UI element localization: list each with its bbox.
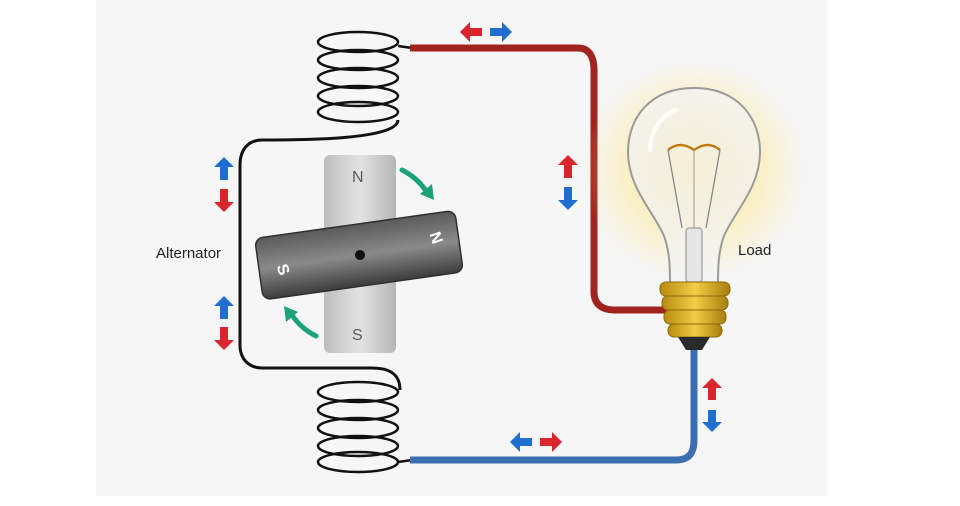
current-arrows-alternator-lower [214, 296, 234, 350]
stator-south-label: S [352, 327, 363, 344]
rotor-north-label: N [426, 230, 446, 246]
alternator-label: Alternator [156, 245, 222, 262]
rotation-arrow-icon [284, 306, 319, 339]
current-arrows-top [460, 22, 512, 42]
bottom-coil-icon [316, 380, 413, 474]
rotation-arrow-icon [399, 167, 434, 200]
blue-wire [410, 345, 698, 464]
current-arrows-bottom [510, 432, 562, 452]
lightbulb-icon [626, 86, 762, 350]
stator-north-label: N [352, 169, 364, 186]
current-arrows-blue-wire [702, 378, 722, 432]
load-label: Load [738, 242, 772, 259]
alternator-wire [238, 119, 402, 391]
current-arrows-alternator-upper [214, 157, 234, 212]
current-arrows-red-wire [558, 155, 578, 210]
rotor-magnet [254, 210, 464, 300]
top-coil-icon [316, 30, 413, 124]
